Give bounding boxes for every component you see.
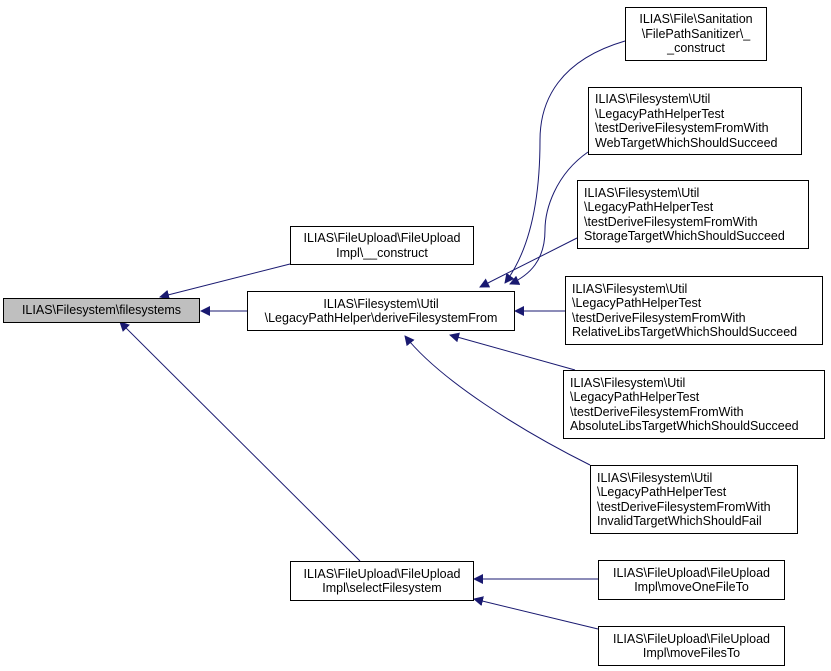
- edge-move-files-to-select-fs: [473, 596, 599, 630]
- node-test-web-target[interactable]: ILIAS\Filesystem\Util \LegacyPathHelperT…: [588, 87, 802, 155]
- node-line: \LegacyPathHelperTest: [570, 390, 700, 404]
- node-line: \LegacyPathHelperTest: [595, 106, 725, 121]
- edge-sanitizer-to-derive: [504, 40, 626, 284]
- node-line: Impl\moveOneFileTo: [634, 580, 749, 594]
- node-filesystem-filesystems: ILIAS\Filesystem\filesystems: [3, 298, 200, 323]
- node-line: RelativeLibsTargetWhichShouldSucceed: [572, 325, 798, 339]
- node-test-invalid-target[interactable]: ILIAS\Filesystem\Util \LegacyPathHelperT…: [590, 465, 798, 534]
- node-line: AbsoluteLibsTargetWhichShouldSucceed: [570, 419, 799, 433]
- node-line: Impl\moveFilesTo: [642, 646, 741, 660]
- node-line: \testDeriveFilesystemFromWith: [584, 214, 758, 229]
- node-line: \testDeriveFilesystemFromWith: [595, 121, 769, 135]
- edge-select-fs-to-root: [119, 321, 361, 562]
- node-line: ILIAS\Filesystem\Util: [597, 470, 713, 485]
- node-line: _construct: [667, 41, 725, 56]
- node-line: ILIAS\File\Sanitation: [639, 12, 753, 27]
- node-file-path-sanitizer-construct[interactable]: ILIAS\File\Sanitation \FilePathSanitizer…: [625, 7, 767, 61]
- node-line: \LegacyPathHelperTest: [584, 200, 714, 214]
- node-line: \testDeriveFilesystemFromWith: [570, 404, 744, 419]
- node-test-storage-target[interactable]: ILIAS\Filesystem\Util \LegacyPathHelperT…: [577, 180, 809, 249]
- node-line: ILIAS\Filesystem\Util: [584, 185, 700, 200]
- node-select-filesystem[interactable]: ILIAS\FileUpload\FileUpload Impl\selectF…: [290, 561, 474, 601]
- node-line: ILIAS\FileUpload\FileUpload: [612, 631, 771, 646]
- node-line: \testDeriveFilesystemFromWith: [597, 499, 771, 514]
- node-line: ILIAS\Filesystem\filesystems: [21, 303, 182, 318]
- node-line: WebTargetWhichShouldSucceed: [595, 135, 778, 150]
- edge-test-web-to-derive: [509, 151, 589, 285]
- node-line: ILIAS\Filesystem\Util: [570, 375, 686, 390]
- node-line: Impl\selectFilesystem: [322, 581, 442, 595]
- edge-test-storage-to-derive: [479, 237, 578, 288]
- node-line: ILIAS\FileUpload\FileUpload: [303, 566, 461, 581]
- node-line: StorageTargetWhichShouldSucceed: [584, 229, 785, 243]
- node-test-relative-libs-target[interactable]: ILIAS\Filesystem\Util \LegacyPathHelperT…: [565, 276, 823, 345]
- node-line: \FilePathSanitizer\_: [641, 26, 751, 41]
- node-line: Impl\__construct: [336, 245, 428, 260]
- node-line: ILIAS\FileUpload\FileUpload: [303, 231, 461, 245]
- node-line: \LegacyPathHelperTest: [597, 485, 727, 499]
- node-line: InvalidTargetWhichShouldFail: [597, 514, 762, 528]
- edge-test-invalid-to-derive: [404, 335, 591, 466]
- node-test-absolute-libs-target[interactable]: ILIAS\Filesystem\Util \LegacyPathHelperT…: [563, 370, 825, 439]
- node-line: ILIAS\FileUpload\FileUpload: [612, 565, 771, 580]
- node-line: ILIAS\Filesystem\Util: [572, 281, 688, 296]
- edge-fileupload-construct-to-root: [159, 263, 291, 300]
- node-derive-filesystem-from[interactable]: ILIAS\Filesystem\Util \LegacyPathHelper\…: [247, 291, 515, 331]
- node-line: \LegacyPathHelperTest: [572, 296, 702, 310]
- node-line: \testDeriveFilesystemFromWith: [572, 310, 746, 325]
- node-move-files-to[interactable]: ILIAS\FileUpload\FileUpload Impl\moveFil…: [598, 626, 785, 666]
- node-fileupload-construct[interactable]: ILIAS\FileUpload\FileUpload Impl\__const…: [290, 226, 474, 265]
- edge-test-abslibs-to-derive: [449, 332, 576, 371]
- node-move-one-file-to[interactable]: ILIAS\FileUpload\FileUpload Impl\moveOne…: [598, 560, 785, 600]
- node-line: ILIAS\Filesystem\Util: [595, 92, 711, 106]
- node-line: ILIAS\Filesystem\Util: [323, 296, 439, 311]
- node-line: \LegacyPathHelper\deriveFilesystemFrom: [264, 311, 498, 325]
